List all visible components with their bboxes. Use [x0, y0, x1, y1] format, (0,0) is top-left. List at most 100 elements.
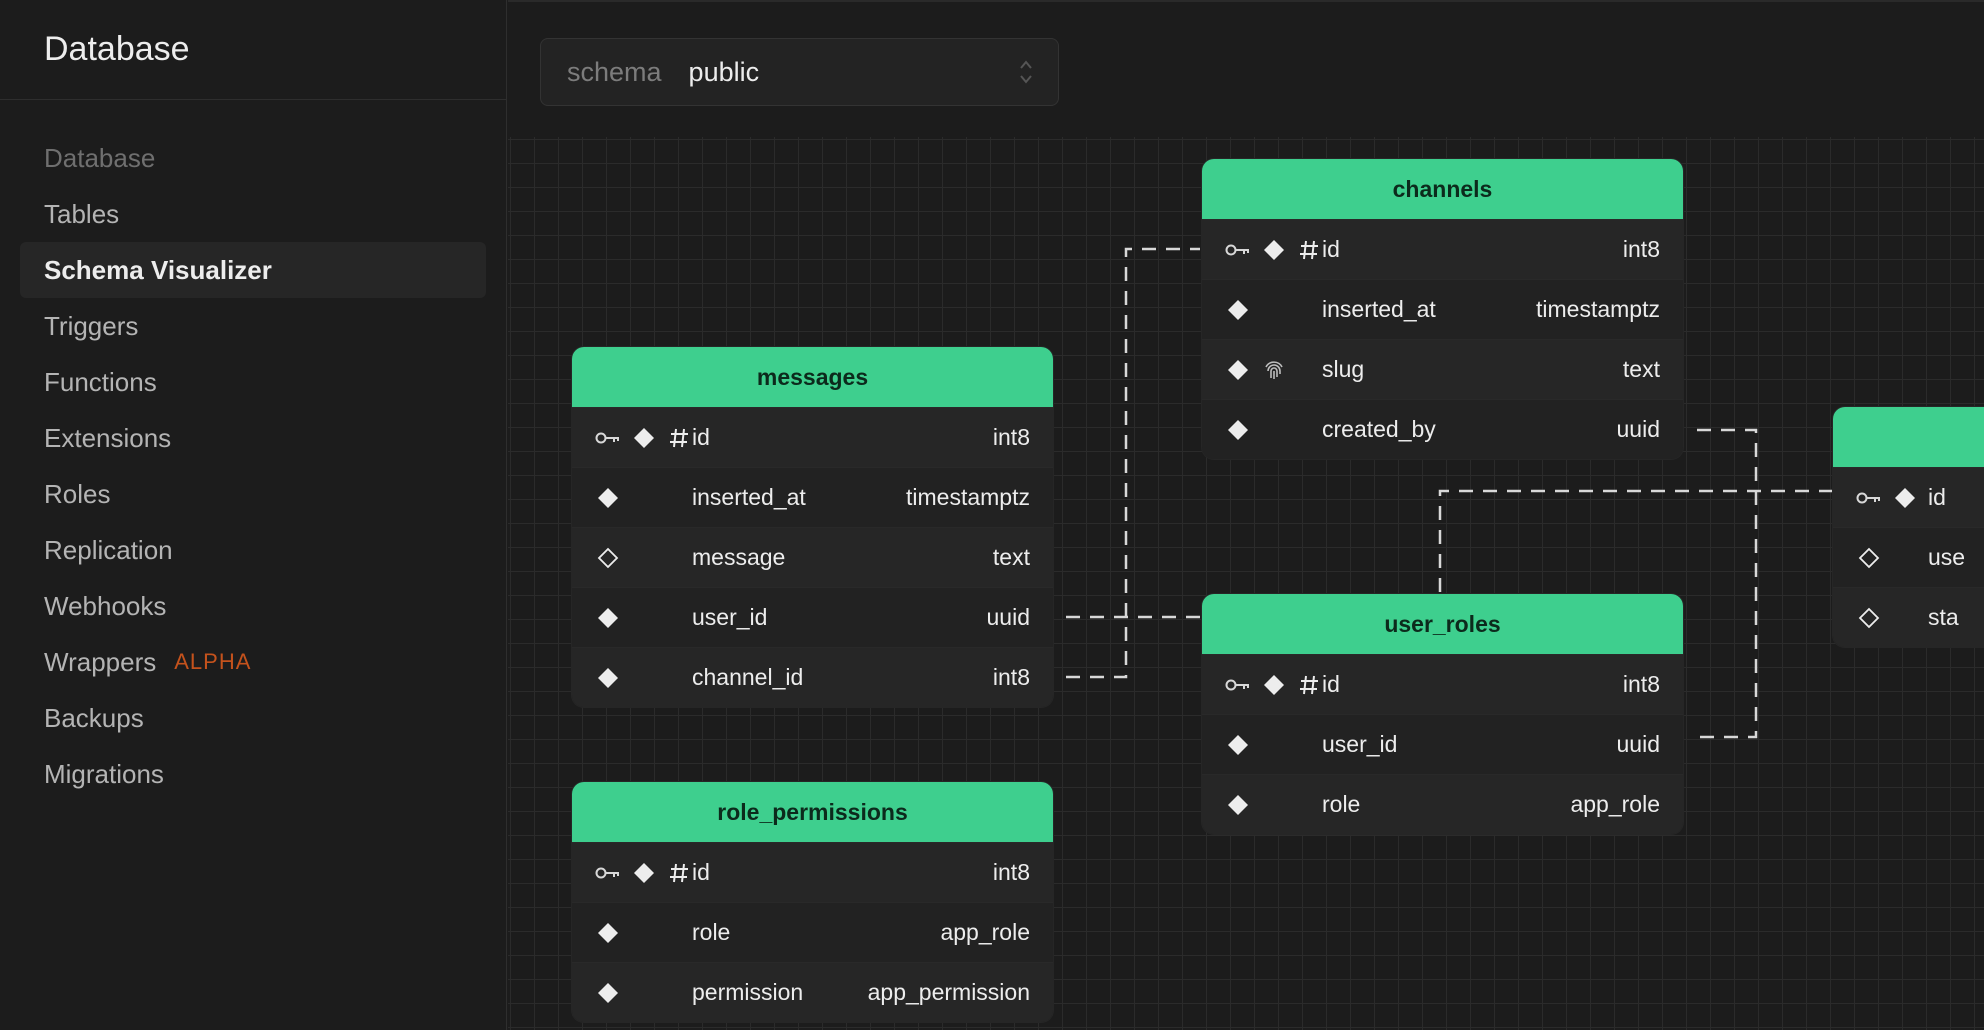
table-row[interactable]: permission app_permission [572, 962, 1053, 1022]
table-row[interactable]: channel_id int8 [572, 647, 1053, 707]
key-icon [595, 860, 621, 886]
table-card-role-permissions[interactable]: role_permissions id int8 role app_rol [572, 782, 1053, 1022]
sidebar-item-label: Backups [44, 702, 144, 733]
hash-icon [667, 860, 693, 886]
table-row[interactable]: id int8 [1202, 219, 1683, 279]
column-name: use [1928, 544, 1966, 570]
column-type: app_permission [867, 979, 1030, 1005]
table-card-user-roles[interactable]: user_roles id int8 user_id uuid [1202, 594, 1683, 834]
column-name: id [692, 424, 710, 450]
sidebar-item-triggers[interactable]: Triggers [20, 298, 486, 354]
column-name: inserted_at [692, 484, 806, 510]
sidebar-item-label: Wrappers [44, 646, 157, 677]
table-header: user_roles [1202, 594, 1683, 654]
schema-select[interactable]: schema public [540, 38, 1059, 106]
filled-diamond-icon [1225, 792, 1251, 818]
column-name: id [692, 859, 710, 885]
hash-icon [1297, 672, 1323, 698]
hollow-diamond-icon [595, 545, 621, 571]
table-row[interactable]: id int8 [1202, 654, 1683, 714]
table-row[interactable]: user_id uuid [572, 587, 1053, 647]
table-row[interactable]: inserted_at timestamptz [572, 467, 1053, 527]
table-row[interactable]: use [1833, 527, 1984, 587]
table-card-users-partial[interactable]: id use sta [1833, 407, 1984, 647]
table-row[interactable]: id int8 [572, 407, 1053, 467]
column-name: message [692, 544, 786, 570]
column-type: int8 [1622, 671, 1660, 697]
alpha-badge: ALPHA [174, 649, 252, 674]
table-row[interactable]: id [1833, 467, 1984, 527]
table-row[interactable]: role app_role [1202, 774, 1683, 834]
filled-diamond-icon [1261, 672, 1287, 698]
table-row[interactable]: role app_role [572, 902, 1053, 962]
schema-canvas[interactable]: channels id int8 inserted_at timestam [508, 137, 1984, 1030]
key-icon [1856, 485, 1882, 511]
column-name: id [1322, 236, 1340, 262]
table-row[interactable]: sta [1833, 587, 1984, 647]
sidebar-item-schema-visualizer[interactable]: Schema Visualizer [20, 242, 486, 298]
sidebar-item-label: Replication [44, 534, 173, 565]
sidebar-item-migrations[interactable]: Migrations [20, 746, 486, 802]
schema-select-value: public [688, 56, 760, 87]
column-name: permission [692, 979, 804, 1005]
schema-select-label: schema [567, 56, 662, 87]
sidebar-item-label: Triggers [44, 310, 139, 341]
sidebar-item-roles[interactable]: Roles [20, 466, 486, 522]
key-icon [1225, 672, 1251, 698]
filled-diamond-icon [631, 860, 657, 886]
table-card-messages[interactable]: messages id int8 inserted_at timestam [572, 347, 1053, 707]
sidebar-item-label: Schema Visualizer [44, 254, 272, 285]
column-type: int8 [992, 664, 1030, 690]
column-type: text [992, 544, 1030, 570]
filled-diamond-icon [1261, 237, 1287, 263]
sidebar-nav: Database Tables Schema Visualizer Trigge… [0, 100, 506, 802]
sidebar-item-label: Functions [44, 366, 157, 397]
key-icon [1225, 237, 1251, 263]
sidebar-item-label: Webhooks [44, 590, 167, 621]
column-type: uuid [986, 604, 1030, 630]
sidebar-item-webhooks[interactable]: Webhooks [20, 578, 486, 634]
filled-diamond-icon [595, 665, 621, 691]
sidebar-item-label: Extensions [44, 422, 172, 453]
column-name: role [692, 919, 731, 945]
filled-diamond-icon [595, 485, 621, 511]
table-card-channels[interactable]: channels id int8 inserted_at timestam [1202, 159, 1683, 459]
sidebar-item-extensions[interactable]: Extensions [20, 410, 486, 466]
sidebar-item-label: Migrations [44, 758, 164, 789]
table-row[interactable]: id int8 [572, 842, 1053, 902]
table-header: channels [1202, 159, 1683, 219]
table-row[interactable]: user_id uuid [1202, 714, 1683, 774]
column-name: user_id [692, 604, 768, 630]
column-name: role [1322, 791, 1361, 817]
sidebar-item-backups[interactable]: Backups [20, 690, 486, 746]
table-header: messages [572, 347, 1053, 407]
table-row[interactable]: message text [572, 527, 1053, 587]
sidebar-item-label: Tables [44, 198, 120, 229]
column-name: id [1322, 671, 1340, 697]
column-type: timestamptz [906, 484, 1030, 510]
sidebar-item-wrappers[interactable]: Wrappers ALPHA [20, 634, 486, 690]
table-row[interactable]: inserted_at timestamptz [1202, 279, 1683, 339]
table-header [1833, 407, 1984, 467]
column-type: int8 [992, 859, 1030, 885]
fk-line-user-roles-user [1438, 489, 1833, 592]
sidebar-item-functions[interactable]: Functions [20, 354, 486, 410]
table-row[interactable]: slug text [1202, 339, 1683, 399]
toolbar: schema public [508, 0, 1984, 137]
sidebar-title: Database [44, 30, 190, 68]
filled-diamond-icon [1225, 297, 1251, 323]
hollow-diamond-icon [1856, 605, 1882, 631]
table-row[interactable]: created_by uuid [1202, 399, 1683, 459]
column-type: timestamptz [1536, 296, 1660, 322]
hash-icon [1297, 237, 1323, 263]
main-panel: schema public [508, 0, 1984, 1030]
sidebar-item-replication[interactable]: Replication [20, 522, 486, 578]
column-type: app_role [940, 919, 1030, 945]
sidebar-item-tables[interactable]: Tables [20, 186, 486, 242]
column-name: sta [1928, 604, 1959, 630]
nav-group-label: Database [44, 142, 156, 173]
fk-line-channels-created-by [1697, 428, 1758, 739]
filled-diamond-icon [595, 605, 621, 631]
filled-diamond-icon [1225, 732, 1251, 758]
